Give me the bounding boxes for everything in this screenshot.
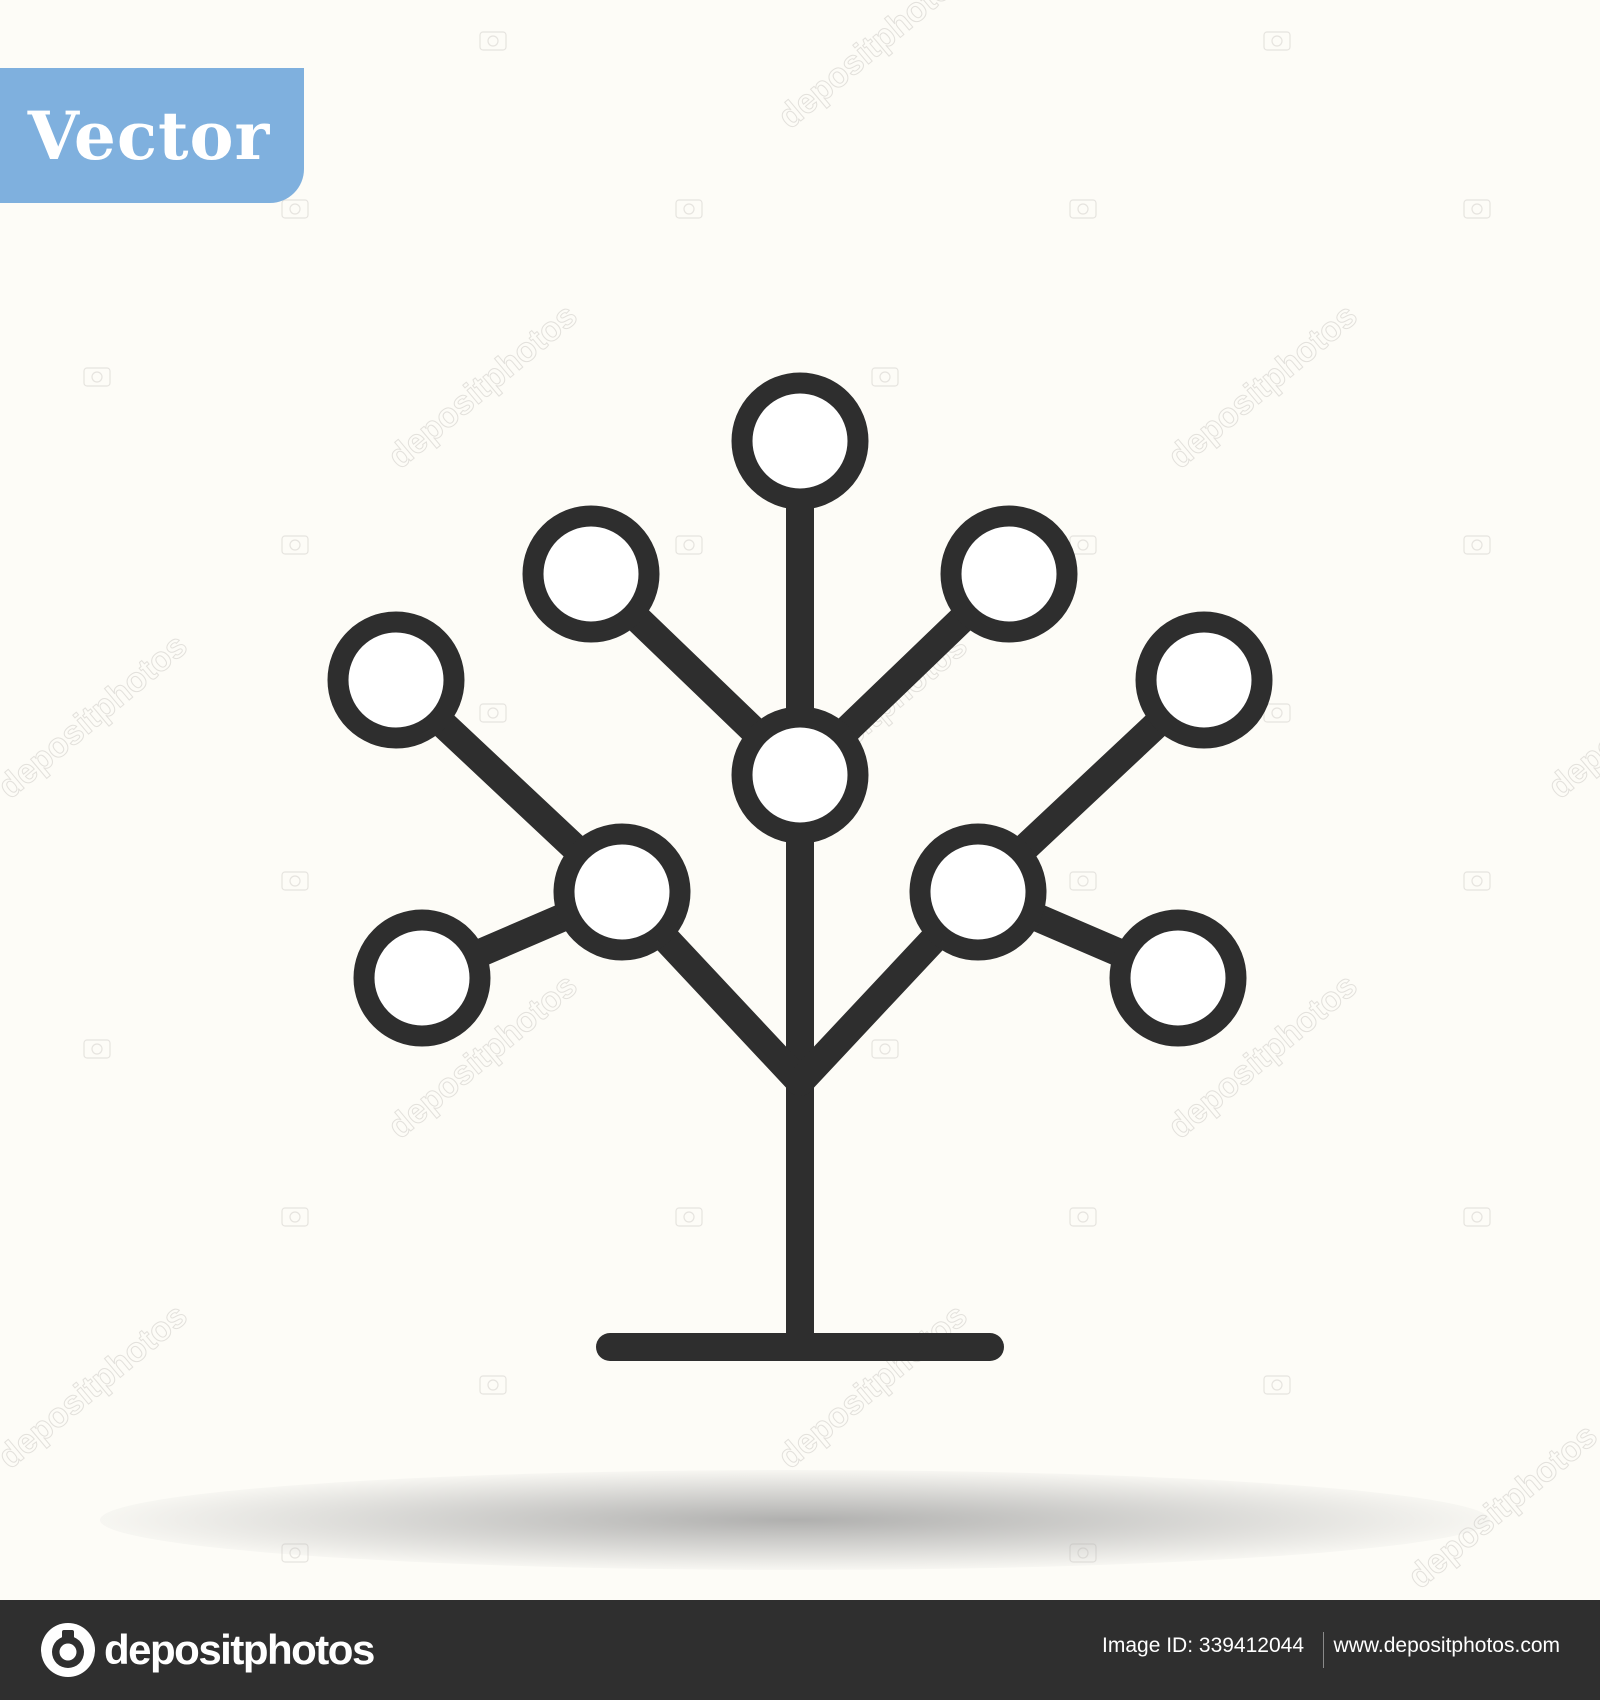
site-url-link[interactable]: www.depositphotos.com [1333,1634,1560,1657]
tree-node-top [731,372,869,510]
image-id-label: Image ID: 339412044 [1102,1634,1304,1657]
tree-node-low-left [353,909,491,1047]
vector-badge: Vector [0,68,304,203]
tree-node-upper-right [940,505,1078,643]
tree-node-far-left [327,611,465,749]
footer-divider [1323,1632,1324,1668]
footer-brand[interactable]: depositphotos [40,1622,375,1678]
tree-node-center [731,706,869,844]
footer-brand-name: depositphotos [104,1626,375,1673]
depositphotos-logo-icon [41,1623,95,1677]
footer-bar: depositphotos Image ID: 339412044 www.de… [0,1600,1600,1700]
stock-image-canvas: depositphotos depositphotos depositphoto… [0,0,1600,1597]
tree-node-mid-right [909,823,1047,961]
vector-badge-label: Vector [27,96,271,175]
tree-network-icon [327,372,1273,1361]
tree-node-far-right [1135,611,1273,749]
icon-shadow [100,1470,1490,1570]
tree-node-mid-left [553,823,691,961]
tree-node-upper-left [522,505,660,643]
tree-node-low-right [1109,909,1247,1047]
